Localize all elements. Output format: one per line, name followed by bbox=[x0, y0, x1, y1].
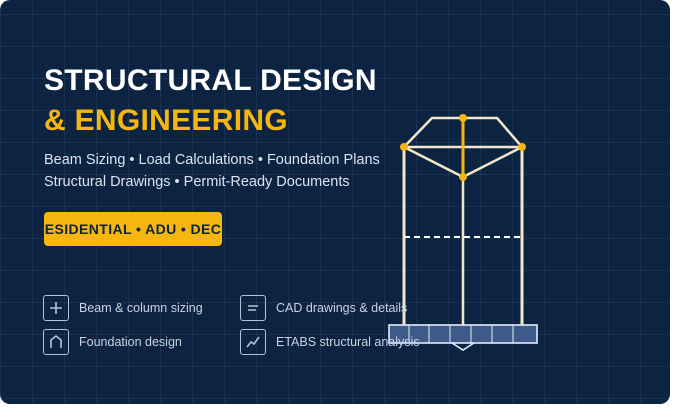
feature-etabs-analysis: ETABS structural analysis bbox=[240, 329, 420, 355]
headline-line-1: STRUCTURAL DESIGN bbox=[44, 64, 377, 97]
roof-brace-left bbox=[403, 145, 464, 179]
node-right bbox=[518, 143, 526, 151]
feature-foundation-design: Foundation design bbox=[43, 329, 182, 355]
lines-icon bbox=[240, 295, 266, 321]
banner: STRUCTURAL DESIGN & ENGINEERING Beam Siz… bbox=[0, 0, 670, 404]
footing-point bbox=[451, 342, 475, 351]
project-types-badge: RESIDENTIAL • ADU • DECK bbox=[44, 212, 222, 246]
chart-icon bbox=[240, 329, 266, 355]
headline-ampersand: & bbox=[44, 104, 66, 137]
feature-label: Foundation design bbox=[79, 335, 182, 349]
feature-beam-sizing: Beam & column sizing bbox=[43, 295, 203, 321]
plus-icon bbox=[43, 295, 69, 321]
feature-label: CAD drawings & details bbox=[276, 301, 408, 315]
node-top bbox=[459, 114, 467, 122]
feature-label: ETABS structural analysis bbox=[276, 335, 420, 349]
footing bbox=[388, 324, 538, 344]
node-center bbox=[459, 173, 467, 181]
headline-line-2: & ENGINEERING bbox=[44, 104, 288, 138]
structure-diagram bbox=[388, 114, 538, 351]
arch-icon bbox=[43, 329, 69, 355]
roof-brace-right bbox=[462, 145, 523, 179]
feature-label: Beam & column sizing bbox=[79, 301, 203, 315]
services-line-1: Beam Sizing • Load Calculations • Founda… bbox=[44, 152, 380, 168]
services-line-2: Structural Drawings • Permit-Ready Docum… bbox=[44, 174, 350, 190]
feature-cad-drawings: CAD drawings & details bbox=[240, 295, 407, 321]
project-types-text: RESIDENTIAL • ADU • DECK bbox=[44, 221, 222, 237]
node-left bbox=[400, 143, 408, 151]
headline-engineering: ENGINEERING bbox=[74, 104, 288, 137]
